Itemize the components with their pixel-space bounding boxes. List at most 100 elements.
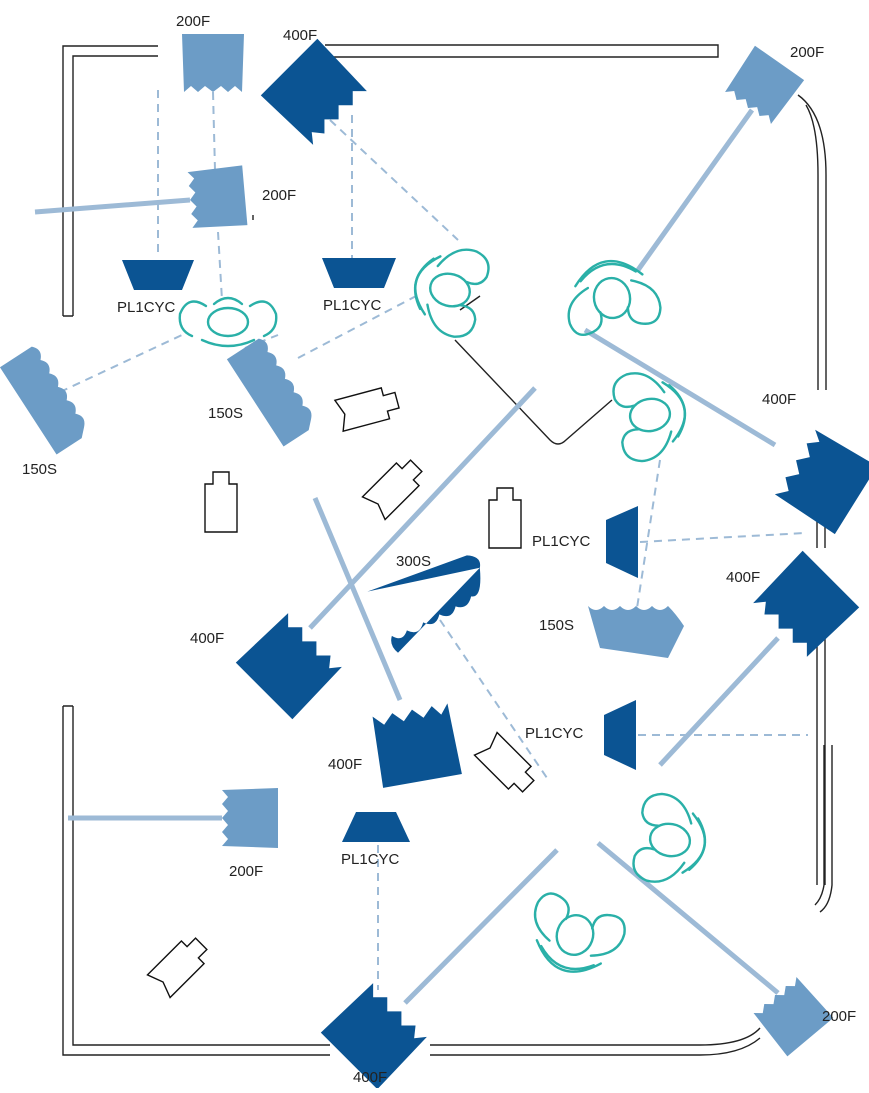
- dashed-beams: [59, 90, 808, 990]
- scoop-light-icon: [367, 555, 481, 653]
- cyc-light-icon: [322, 258, 396, 288]
- fresnel-light-icon: [320, 983, 427, 1090]
- fixture-150s-far-left[interactable]: [0, 344, 92, 455]
- diagonal-flat: [454, 339, 613, 445]
- fresnel-light-icon: [372, 703, 462, 788]
- fresnel-light-icon: [182, 34, 244, 92]
- dash-k: [439, 619, 548, 779]
- person-4[interactable]: [611, 365, 693, 464]
- beam-200f-mid-left: [34, 197, 191, 215]
- person-top-view-icon: [178, 296, 278, 348]
- camera-5[interactable]: [473, 731, 539, 797]
- fixture-pl1cyc-bottom[interactable]: [342, 812, 410, 842]
- fixture-200f-top[interactable]: [182, 34, 244, 92]
- label-200f-lower-left: 200F: [229, 863, 263, 880]
- label-400f-right: 400F: [762, 391, 796, 408]
- camera-3[interactable]: [361, 454, 427, 521]
- fresnel-light-icon: [774, 429, 869, 535]
- fixture-400f-top[interactable]: [260, 38, 368, 146]
- fixture-200f-top-right[interactable]: [723, 45, 805, 125]
- cyc-light-icon: [342, 812, 410, 842]
- beam-400f-bottom: [403, 848, 559, 1005]
- scoop-light-icon: [0, 346, 85, 455]
- fixture-150s-right[interactable]: [588, 606, 684, 658]
- camera-icon: [333, 387, 400, 433]
- fixture-200f-mid-left[interactable]: [187, 165, 248, 230]
- camera-icon: [204, 471, 238, 533]
- wall-top-left: [62, 45, 158, 317]
- beam-200f-bottom-right: [596, 841, 780, 995]
- fixture-300s[interactable]: [367, 552, 499, 656]
- dash-c: [217, 231, 223, 301]
- camera-4[interactable]: [488, 487, 522, 549]
- fixture-400f-bottom[interactable]: [320, 982, 428, 1090]
- dash-h: [297, 294, 419, 359]
- wall-bottom-right: [430, 1027, 761, 1056]
- fixture-400f-center-low[interactable]: [371, 703, 462, 788]
- label-150s-right: 150S: [539, 617, 574, 634]
- person-3[interactable]: [178, 296, 278, 348]
- fixture-pl1cyc-right-upper[interactable]: [606, 506, 638, 578]
- camera-6[interactable]: [146, 932, 212, 999]
- label-400f-right-mid: 400F: [726, 569, 760, 586]
- fresnel-light-icon: [753, 550, 860, 657]
- beam-400f-left-mid: [308, 386, 537, 630]
- dash-i: [636, 459, 661, 609]
- wall-right-lower: [816, 620, 826, 885]
- fixture-400f-right[interactable]: [774, 428, 869, 535]
- fixture-pl1cyc-right-lower[interactable]: [604, 700, 636, 770]
- wall-right-upper: [797, 94, 827, 390]
- scoop-light-icon: [588, 606, 684, 658]
- label-400f-center-low: 400F: [328, 756, 362, 773]
- dash-e: [329, 119, 459, 241]
- camera-icon: [488, 487, 522, 549]
- wall-bottom-left: [62, 705, 330, 1056]
- fresnel-light-icon: [753, 977, 834, 1057]
- fixture-200f-lower-left[interactable]: [222, 788, 278, 848]
- fixture-150s-left[interactable]: [226, 336, 319, 447]
- fresnel-light-icon: [222, 788, 278, 848]
- beam-400f-right-mid: [658, 636, 780, 767]
- studio-walls: [62, 44, 833, 1056]
- label-150s-left: 150S: [208, 405, 243, 422]
- camera-icon: [146, 937, 208, 999]
- camera-2[interactable]: [204, 471, 238, 533]
- fresnel-light-icon: [725, 45, 805, 125]
- person-6[interactable]: [519, 890, 629, 986]
- fixture-400f-right-mid[interactable]: [752, 550, 860, 658]
- fixture-200f-bottom-right[interactable]: [752, 976, 834, 1057]
- wall-right-bottom: [814, 745, 833, 913]
- cyc-light-icon: [604, 700, 636, 770]
- fixture-labels: 200F 400F 200F 200F PL1CYC PL1CYC 150S 1…: [22, 13, 856, 1086]
- label-400f-top: 400F: [283, 27, 317, 44]
- camera-1[interactable]: [333, 385, 401, 433]
- camera-icon: [473, 731, 535, 793]
- fixture-400f-left-mid[interactable]: [235, 612, 343, 720]
- beam-400f-center-low: [312, 497, 403, 701]
- label-200f-top: 200F: [176, 13, 210, 30]
- person-5[interactable]: [631, 791, 713, 890]
- person-top-view-icon: [612, 372, 687, 463]
- label-pl1cyc-left: PL1CYC: [117, 299, 176, 316]
- dash-f: [59, 334, 183, 393]
- label-200f-mid-left: 200F: [262, 187, 296, 204]
- wall-top: [325, 44, 719, 58]
- solid-beams: [34, 108, 780, 1005]
- label-pl1cyc-right-lower: PL1CYC: [525, 725, 584, 742]
- person-1[interactable]: [405, 238, 493, 341]
- person-top-view-icon: [533, 892, 626, 973]
- person-top-view-icon: [567, 259, 662, 337]
- beam-400f-right: [583, 327, 777, 448]
- dash-j: [639, 532, 806, 543]
- camera-icon: [361, 459, 423, 521]
- fixture-pl1cyc-left[interactable]: [122, 260, 194, 290]
- label-pl1cyc-bottom: PL1CYC: [341, 851, 400, 868]
- label-150s-far-left: 150S: [22, 461, 57, 478]
- person-2[interactable]: [560, 254, 663, 337]
- dash-b: [212, 91, 216, 171]
- person-top-view-icon: [632, 792, 707, 883]
- fixture-pl1cyc-mid[interactable]: [322, 258, 396, 288]
- beam-200f-top-right: [635, 108, 755, 272]
- cyc-light-icon: [122, 260, 194, 290]
